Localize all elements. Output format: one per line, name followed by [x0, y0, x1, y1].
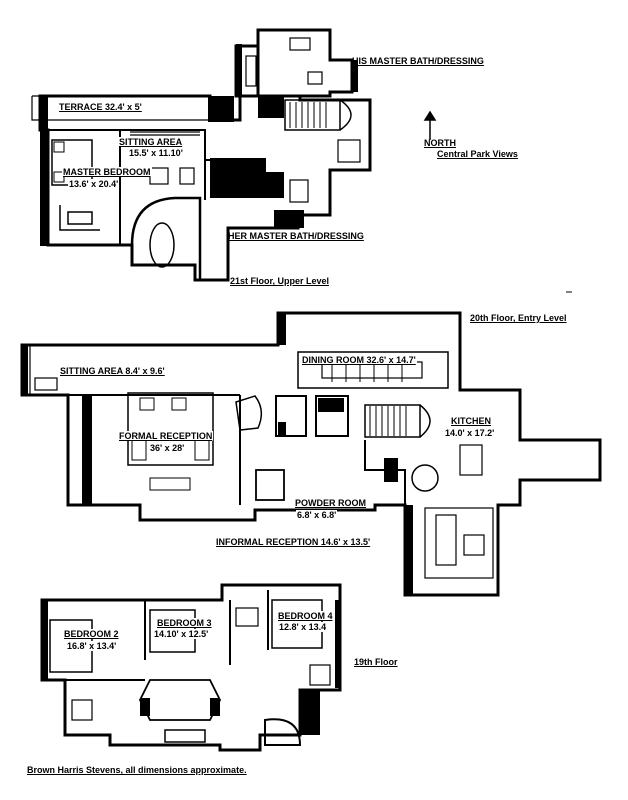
master-bedroom-label: MASTER BEDROOM — [62, 167, 152, 177]
entry-level-plan — [20, 311, 602, 597]
upper-level-caption: 21st Floor, Upper Level — [230, 276, 330, 286]
entry-level-caption: 20th Floor, Entry Level — [470, 313, 567, 323]
formal-reception-dimensions: 36' x 28' — [149, 443, 186, 453]
bedroom-4-label: BEDROOM 4 — [277, 611, 334, 621]
lower-level-wall-blocks — [42, 600, 341, 735]
bedroom-3-label: BEDROOM 3 — [156, 618, 213, 628]
powder-room-dimensions: 6.8' x 6.8' — [296, 510, 338, 520]
north-arrow-icon — [423, 110, 437, 140]
lower-level-caption: 19th Floor — [354, 657, 398, 667]
lower-level-plan — [40, 583, 342, 752]
terrace-label: TERRACE 32.4' x 5' — [58, 102, 143, 112]
sitting-area-entry-label: SITTING AREA 8.4' x 9.6' — [59, 366, 166, 376]
formal-reception-label: FORMAL RECEPTION — [118, 431, 214, 441]
bedroom-2-label: BEDROOM 2 — [63, 629, 120, 639]
upper-level-plan — [31, 28, 372, 282]
sitting-area-upper-dimensions: 15.5' x 11.10' — [128, 148, 184, 158]
bedroom-3-dimensions: 14.10' x 12.5' — [153, 629, 210, 639]
footer-disclaimer: Brown Harris Stevens, all dimensions app… — [27, 765, 247, 775]
north-label: NORTH — [424, 138, 456, 148]
bedroom-2-dimensions: 16.8' x 13.4' — [66, 641, 118, 651]
bedroom-4-dimensions: 12.8' x 13.4 — [278, 622, 328, 632]
sitting-area-upper-label: SITTING AREA — [118, 137, 184, 147]
dining-room-label: DINING ROOM 32.6' x 14.7' — [301, 355, 417, 365]
master-bedroom-dimensions: 13.6' x 20.4' — [68, 179, 120, 189]
central-park-views-label: Central Park Views — [437, 149, 518, 159]
entry-level-wall-blocks — [22, 313, 413, 595]
upper-level-wall-blocks — [40, 44, 358, 246]
his-master-bath-label: HIS MASTER BATH/DRESSING — [352, 56, 484, 66]
powder-room-label: POWDER ROOM — [294, 498, 367, 508]
kitchen-dimensions: 14.0' x 17.2' — [444, 428, 496, 438]
kitchen-label: KITCHEN — [450, 416, 492, 426]
informal-reception-label: INFORMAL RECEPTION 14.6' x 13.5' — [216, 537, 371, 547]
her-master-bath-label: HER MASTER BATH/DRESSING — [228, 231, 364, 241]
